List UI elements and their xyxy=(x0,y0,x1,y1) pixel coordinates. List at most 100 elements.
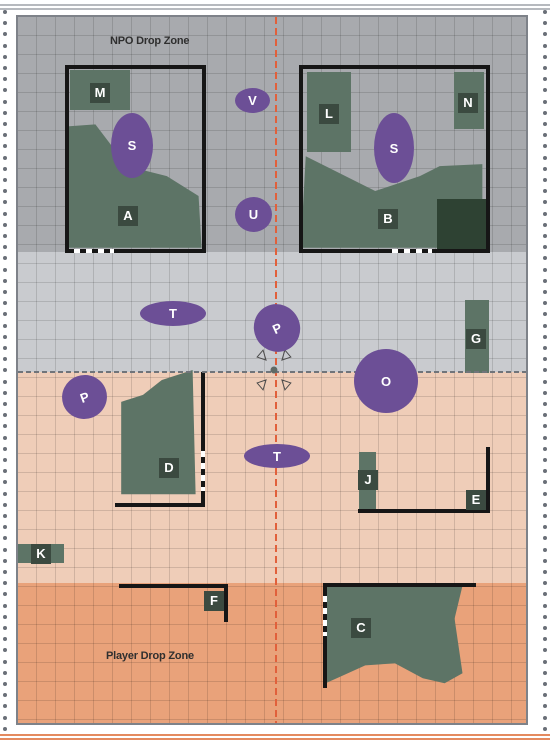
terrain-label-a: A xyxy=(118,206,138,226)
border-dot xyxy=(543,648,547,653)
border-dot xyxy=(543,32,547,37)
border-dot xyxy=(3,715,7,720)
border-dot xyxy=(3,379,7,384)
border-dot xyxy=(543,659,547,664)
border-dot xyxy=(3,334,7,339)
wall-b-left xyxy=(299,65,303,253)
border-dot xyxy=(3,10,7,14)
border-dot xyxy=(543,682,547,686)
doorway-c xyxy=(323,590,327,636)
deployment-arrows xyxy=(256,349,292,391)
border-dot xyxy=(3,245,7,250)
bottom-rule xyxy=(0,734,550,736)
wall-f-right xyxy=(224,584,228,622)
left-dot-border xyxy=(2,10,8,731)
border-dot xyxy=(543,491,547,496)
terrain-label-n: N xyxy=(458,93,478,113)
border-dot xyxy=(3,390,7,395)
border-dot xyxy=(543,323,547,328)
border-dot xyxy=(3,32,7,37)
border-dot xyxy=(3,222,7,227)
border-dot xyxy=(3,726,7,731)
border-dot xyxy=(543,200,547,205)
border-dot xyxy=(3,66,7,70)
border-dot xyxy=(3,536,7,541)
border-dot xyxy=(543,267,547,272)
wall-a-left xyxy=(65,65,69,253)
wall-b-right xyxy=(486,65,490,253)
border-dot xyxy=(543,222,547,227)
border-dot xyxy=(3,368,7,373)
border-dot xyxy=(543,614,547,619)
border-dot xyxy=(543,458,547,462)
border-dot xyxy=(3,200,7,205)
border-dot xyxy=(3,312,7,317)
border-dot xyxy=(3,234,7,238)
border-dot xyxy=(543,480,547,485)
objective-t-lower: T xyxy=(244,444,310,468)
border-dot xyxy=(543,603,547,608)
border-dot xyxy=(543,693,547,698)
wall-d-bottom xyxy=(115,503,205,507)
border-dot xyxy=(3,480,7,485)
border-dot xyxy=(3,166,7,171)
objective-u: U xyxy=(235,197,272,232)
terrain-label-m: M xyxy=(90,83,110,103)
border-dot xyxy=(543,379,547,384)
border-dot xyxy=(3,122,7,126)
doorway-d xyxy=(201,445,205,491)
border-dot xyxy=(543,502,547,507)
border-dot xyxy=(3,435,7,440)
border-dot xyxy=(3,424,7,429)
terrain-b-dark xyxy=(437,199,486,249)
border-dot xyxy=(543,346,547,350)
border-dot xyxy=(543,166,547,171)
border-dot xyxy=(543,256,547,261)
border-dot xyxy=(543,547,547,552)
terrain-label-f: F xyxy=(204,591,224,611)
border-dot xyxy=(543,88,547,93)
objective-t-upper: T xyxy=(140,301,206,326)
border-dot xyxy=(3,21,7,26)
border-dot xyxy=(543,514,547,518)
border-dot xyxy=(3,581,7,586)
border-dot xyxy=(543,715,547,720)
border-dot xyxy=(3,614,7,619)
border-dot xyxy=(543,435,547,440)
border-dot xyxy=(543,245,547,250)
border-dot xyxy=(3,648,7,653)
border-dot xyxy=(543,446,547,451)
border-dot xyxy=(543,312,547,317)
terrain-label-c: C xyxy=(351,618,371,638)
border-dot xyxy=(543,301,547,306)
border-dot xyxy=(3,469,7,474)
border-dot xyxy=(543,290,547,294)
border-dot xyxy=(3,592,7,597)
wall-a-right xyxy=(202,65,206,253)
terrain-label-e: E xyxy=(466,490,486,510)
border-dot xyxy=(543,581,547,586)
border-dot xyxy=(3,99,7,104)
border-dot xyxy=(3,525,7,530)
border-dot xyxy=(3,570,7,574)
border-dot xyxy=(3,670,7,675)
border-dot xyxy=(3,290,7,294)
border-dot xyxy=(543,133,547,138)
border-dot xyxy=(3,603,7,608)
wall-e-right xyxy=(486,447,490,513)
border-dot xyxy=(543,77,547,82)
terrain-label-g: G xyxy=(466,329,486,349)
border-dot xyxy=(543,726,547,731)
border-dot xyxy=(543,211,547,216)
objective-s-left: S xyxy=(111,113,153,178)
border-dot xyxy=(3,77,7,82)
border-dot xyxy=(3,144,7,149)
battle-map: NPO Drop Zone Player Drop Zone xyxy=(16,15,528,725)
terrain-a-shape xyxy=(67,124,483,684)
border-dot xyxy=(543,99,547,104)
border-dot xyxy=(3,133,7,138)
wall-e-bottom xyxy=(358,509,490,513)
border-dot xyxy=(543,357,547,362)
border-dot xyxy=(543,525,547,530)
objective-s-right: S xyxy=(374,113,414,183)
